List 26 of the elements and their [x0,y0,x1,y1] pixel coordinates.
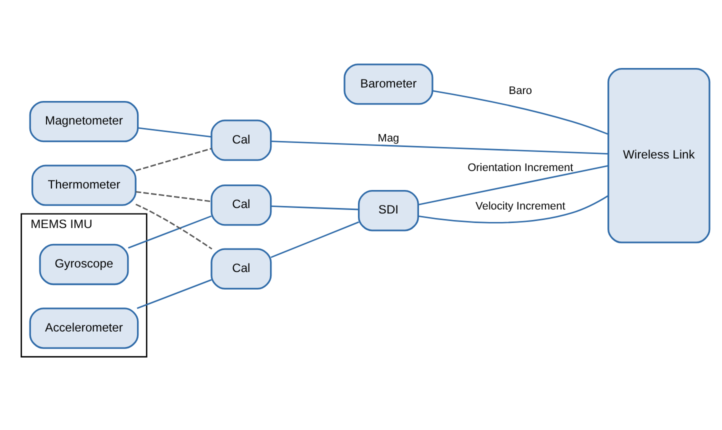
connector [136,148,212,172]
node-box: Wireless Link [608,68,710,244]
connector [418,195,609,224]
edge-label: Velocity Increment [476,200,566,213]
connector [271,140,608,155]
node-box: SDI [358,190,419,232]
connector [136,279,212,309]
node-box: Accelerometer [29,308,139,349]
connector [270,205,359,210]
edge-label: Baro [508,85,532,98]
node-box: Cal [210,248,272,290]
node-box: Barometer [344,64,434,105]
connector [432,90,608,135]
edge-label: Orientation Increment [468,162,574,174]
connector [128,215,212,249]
node-box: Magnetometer [29,100,139,142]
connector [138,127,212,138]
node-box: Thermometer [31,164,136,206]
connector [136,191,212,202]
connector [136,204,212,250]
node-box: Cal [210,120,272,161]
connector [270,221,360,258]
node-box: Gyroscope [39,244,129,286]
edge-label: Mag [378,132,400,144]
node-box: Cal [210,184,272,226]
connector [418,165,608,206]
